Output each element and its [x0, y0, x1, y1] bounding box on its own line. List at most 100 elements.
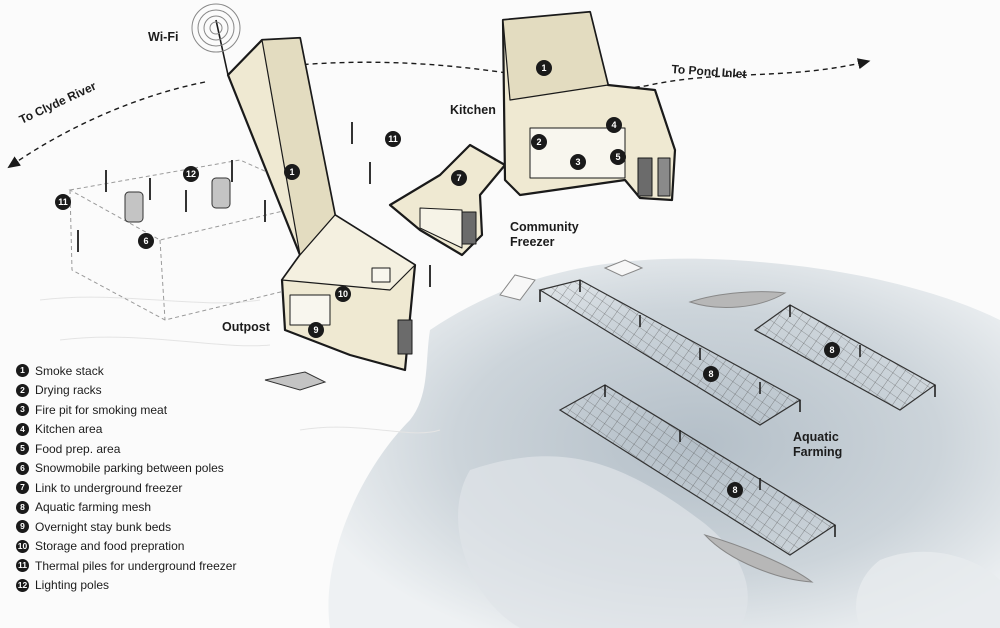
- legend-label: Lighting poles: [35, 578, 110, 593]
- legend-label: Drying racks: [35, 383, 102, 398]
- marker-number: 12: [186, 169, 196, 179]
- legend-item: 8 Aquatic farming mesh: [16, 498, 236, 518]
- marker-circle: [570, 154, 586, 170]
- legend-label: Overnight stay bunk beds: [35, 519, 172, 534]
- marker-circle: [536, 60, 552, 76]
- legend-label: Fire pit for smoking meat: [35, 402, 168, 417]
- snowmobile: [124, 177, 327, 391]
- legend-number-badge: 2: [16, 383, 29, 397]
- kitchen-label: Kitchen: [450, 103, 496, 117]
- legend-item: 9 Overnight stay bunk beds: [16, 517, 236, 537]
- number-marker: 4: [606, 117, 622, 133]
- number-marker: 8: [703, 366, 719, 382]
- legend-item: 7 Link to underground freezer: [16, 478, 236, 498]
- legend-number-badge: 4: [16, 422, 29, 436]
- number-marker: 8: [824, 342, 840, 358]
- legend-item: 12 Lighting poles: [16, 576, 236, 596]
- legend-label: Kitchen area: [35, 422, 103, 437]
- boat: [688, 291, 814, 583]
- marker-number: 1: [289, 167, 294, 177]
- legend-item: 2 Drying racks: [16, 381, 236, 401]
- legend-label: Smoke stack: [35, 363, 104, 378]
- marker-number: 2: [536, 137, 541, 147]
- number-marker: 12: [183, 166, 199, 182]
- marker-number: 11: [388, 134, 398, 144]
- marker-number: 1: [541, 63, 546, 73]
- number-marker: 7: [451, 170, 467, 186]
- number-marker: 6: [138, 233, 154, 249]
- legend-label: Link to underground freezer: [35, 480, 183, 495]
- marker-number: 10: [338, 289, 348, 299]
- legend-label: Aquatic farming mesh: [35, 500, 152, 515]
- number-marker: 11: [55, 194, 71, 210]
- label-line: Farming: [793, 445, 843, 459]
- number-marker: 1: [536, 60, 552, 76]
- marker-circle: [308, 322, 324, 338]
- legend-item: 4 Kitchen area: [16, 420, 236, 440]
- marker-number: 9: [313, 325, 318, 335]
- marker-circle: [451, 170, 467, 186]
- marker-circle: [55, 194, 71, 210]
- legend-number-badge: 12: [16, 578, 29, 592]
- marker-circle: [138, 233, 154, 249]
- marker-circle: [610, 149, 626, 165]
- marker-circle: [703, 366, 719, 382]
- legend-number-badge: 11: [16, 559, 29, 573]
- number-marker: 3: [570, 154, 586, 170]
- freezer-link-building: [388, 143, 507, 257]
- number-marker: 11: [385, 131, 401, 147]
- legend-item: 10 Storage and food prepration: [16, 537, 236, 557]
- legend-number-badge: 5: [16, 442, 29, 456]
- marker-number: 8: [708, 369, 713, 379]
- marker-circle: [385, 131, 401, 147]
- legend-label: Thermal piles for underground freezer: [35, 558, 237, 573]
- legend-item: 3 Fire pit for smoking meat: [16, 400, 236, 420]
- marker-number: 8: [829, 345, 834, 355]
- marker-number: 7: [456, 173, 461, 183]
- marker-circle: [606, 117, 622, 133]
- wifi-label: Wi-Fi: [148, 30, 179, 44]
- legend-label: Storage and food prepration: [35, 539, 185, 554]
- marker-number: 11: [58, 197, 68, 207]
- marker-number: 6: [143, 236, 148, 246]
- legend-number-badge: 6: [16, 461, 29, 475]
- marker-number: 4: [611, 120, 616, 130]
- legend-number-badge: 9: [16, 520, 29, 534]
- legend: 1 Smoke stack 2 Drying racks 3 Fire pit for s…: [16, 361, 236, 595]
- marker-circle: [531, 134, 547, 150]
- freezer-box: [499, 259, 644, 301]
- marker-circle: [335, 286, 351, 302]
- label-line: Community: [510, 220, 579, 234]
- marker-circle: [824, 342, 840, 358]
- number-marker: 10: [335, 286, 351, 302]
- number-marker: 8: [727, 482, 743, 498]
- outpost-building: [215, 19, 417, 372]
- number-marker: 5: [610, 149, 626, 165]
- number-marker: 1: [284, 164, 300, 180]
- wifi-icon: [191, 3, 241, 53]
- legend-number-badge: 7: [16, 481, 29, 495]
- parking-area: [68, 159, 332, 321]
- poles: [77, 122, 431, 287]
- legend-item: 11 Thermal piles for underground freezer: [16, 556, 236, 576]
- farming-mesh: [538, 279, 937, 556]
- marker-circle: [183, 166, 199, 182]
- aquatic-farming-label: Aquatic Farming: [793, 430, 842, 460]
- marker-number: 8: [732, 485, 737, 495]
- marker-number: 3: [575, 157, 580, 167]
- legend-number-badge: 8: [16, 500, 29, 514]
- outpost-label: Outpost: [222, 320, 270, 334]
- kitchen-building: [501, 10, 677, 202]
- legend-number-badge: 1: [16, 364, 29, 378]
- legend-number-badge: 3: [16, 403, 29, 417]
- route-path: [7, 81, 206, 169]
- legend-label: Food prep. area: [35, 441, 121, 456]
- number-marker: 9: [308, 322, 324, 338]
- legend-number-badge: 10: [16, 539, 29, 553]
- legend-item: 1 Smoke stack: [16, 361, 236, 381]
- legend-item: 5 Food prep. area: [16, 439, 236, 459]
